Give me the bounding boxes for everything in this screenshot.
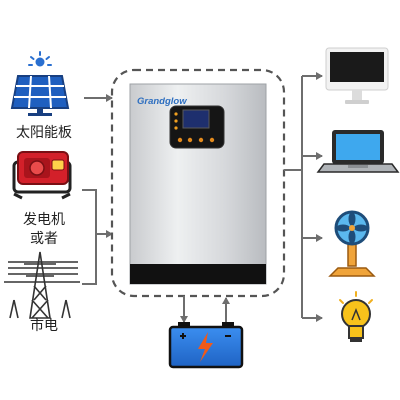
generator-icon (12, 151, 72, 200)
fan-icon (328, 210, 376, 277)
lightning-bolt-icon (198, 332, 213, 362)
generator-label: 发电机 (23, 212, 65, 228)
inverter-boundary (110, 68, 286, 298)
desktop-computer-icon (325, 47, 389, 104)
solar-panel-label: 太阳能板 (16, 125, 72, 141)
output-flow-lines (284, 72, 323, 322)
battery-icon (168, 322, 244, 369)
generator-or-label: 或者 (30, 231, 58, 247)
laptop-icon (316, 130, 400, 173)
light-bulb-icon (339, 291, 373, 342)
solar-panel-icon (10, 51, 70, 116)
inverter-brand: Grandglow (137, 96, 187, 107)
lcd-screen (182, 109, 210, 129)
power-tower-icon (4, 251, 80, 319)
inverter-unit: Grandglow (129, 83, 267, 285)
grid-label: 市电 (30, 318, 58, 334)
control-buttons (177, 137, 215, 143)
input-flow-lines (82, 94, 113, 285)
battery-flow-lines (180, 296, 230, 323)
